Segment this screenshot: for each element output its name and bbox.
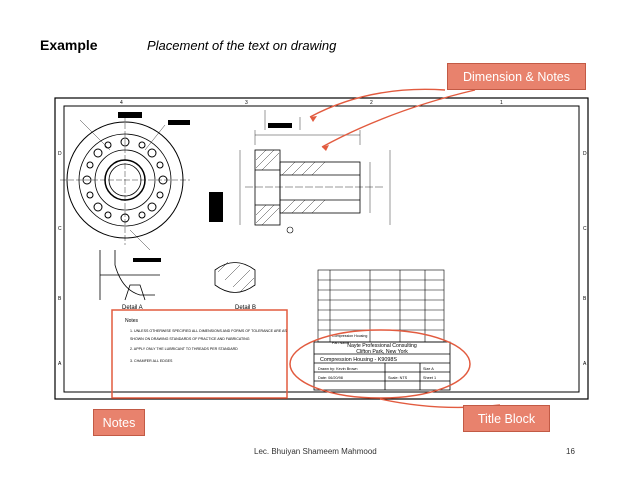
notes-callout: Notes xyxy=(93,409,145,436)
detail-a-view xyxy=(99,250,160,301)
notes-highlight-box xyxy=(111,309,288,399)
rev-row-2: Part Name xyxy=(332,341,349,345)
title-scale: Scale: NTS xyxy=(388,376,408,380)
notes-item-3: 2. APPLY ONLY THE LUBRICANT TO THREADS P… xyxy=(130,347,238,351)
detail-a-label: Detail A xyxy=(122,305,143,311)
arrowhead xyxy=(310,116,317,122)
row-marker-c: C xyxy=(58,226,62,232)
feature-control-frame xyxy=(268,123,292,128)
row-marker-c-right: C xyxy=(583,226,587,232)
row-marker-d-right: D xyxy=(583,151,587,157)
title-sheet-size: Size A xyxy=(423,367,434,371)
notes-heading: Notes xyxy=(125,318,139,324)
title-company-line2: Clifton Park, New York xyxy=(356,349,408,355)
housing-section-view xyxy=(239,110,391,226)
arrowhead xyxy=(322,145,329,151)
title-block-highlight-ellipse xyxy=(289,329,471,399)
section-hatching xyxy=(255,149,326,226)
feature-control-frame xyxy=(118,112,142,118)
notes-item-1: 1. UNLESS OTHERWISE SPECIFIED ALL DIMENS… xyxy=(130,329,287,333)
title-block xyxy=(313,341,451,391)
detail-b-view xyxy=(214,261,256,293)
dimension-arrow-2 xyxy=(321,89,476,148)
title-company-line1: Nayte Professional Consulting xyxy=(347,343,417,349)
title-sheet: Sheet 1 xyxy=(423,376,436,380)
row-marker-d: D xyxy=(58,151,62,157)
feature-control-frame xyxy=(168,120,190,125)
feature-control-frame xyxy=(133,258,161,262)
revision-table xyxy=(317,269,445,343)
sheet-outer-border xyxy=(54,97,589,400)
title-block-callout: Title Block xyxy=(463,405,550,432)
row-marker-a-right: A xyxy=(583,361,587,367)
dimension-notes-callout: Dimension & Notes xyxy=(447,63,586,90)
sheet-inner-border xyxy=(63,105,580,393)
dimension-arrow-1 xyxy=(309,88,446,118)
notes-item-2: SHOWN ON DRAWING STANDARDS OF PRACTICE A… xyxy=(130,337,250,341)
title-date: Date: 06/20/98 xyxy=(318,376,343,380)
slide-heading: Example xyxy=(40,37,98,53)
detail-b-label: Detail B xyxy=(235,305,256,311)
title-drawn-by: Drawn by: Kevin Brown xyxy=(318,367,357,371)
flange-front-view xyxy=(60,115,190,251)
row-marker-b-right: B xyxy=(583,296,587,302)
col-marker-2: 2 xyxy=(370,100,373,106)
col-marker-4: 4 xyxy=(120,100,123,106)
datum-symbol xyxy=(286,226,294,234)
rev-row-1: Compression Housing xyxy=(332,334,367,338)
row-marker-b: B xyxy=(58,296,62,302)
page-number: 16 xyxy=(566,447,575,456)
title-part-name: Compression Housing - K9098S xyxy=(320,357,397,363)
col-marker-3: 3 xyxy=(245,100,248,106)
footer-lecturer: Lec. Bhuiyan Shameem Mahmood xyxy=(254,447,377,456)
slide-subheading: Placement of the text on drawing xyxy=(147,38,337,53)
col-marker-1: 1 xyxy=(500,100,503,106)
row-marker-a: A xyxy=(58,361,62,367)
feature-control-frame-vertical xyxy=(209,192,223,222)
notes-item-4: 3. CHAMFER ALL EDGES xyxy=(130,359,173,363)
